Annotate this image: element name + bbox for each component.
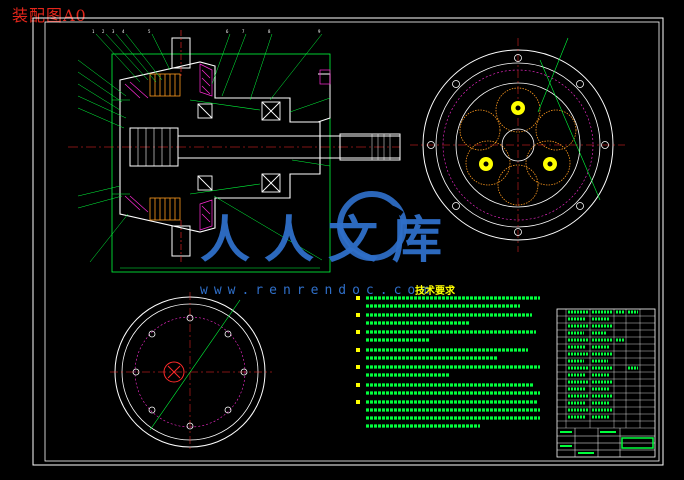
flange-view [110, 292, 272, 452]
gear-end-view [410, 37, 625, 252]
inner-frame [44, 21, 660, 462]
svg-text:6: 6 [226, 29, 229, 34]
svg-text:4: 4 [122, 29, 125, 34]
svg-text:8: 8 [268, 29, 271, 34]
tech-requirements-title: 技术要求 [415, 286, 455, 297]
svg-text:3: 3 [112, 29, 115, 34]
svg-text:2: 2 [102, 29, 105, 34]
drawing-title: 装配图A0 [12, 6, 87, 25]
section-view: 1 2 3 4 5 6 7 8 9 [68, 29, 401, 273]
svg-text:9: 9 [318, 29, 321, 34]
parts-list-table [556, 308, 656, 458]
renrendoc-logo-icon [337, 191, 407, 261]
svg-text:7: 7 [242, 29, 245, 34]
outer-frame [32, 17, 664, 466]
svg-text:1: 1 [92, 29, 95, 34]
watermark-logo-text: 人人文库 [200, 211, 456, 269]
watermark-url: www.renrendoc.com [200, 283, 436, 298]
svg-text:5: 5 [148, 29, 151, 34]
tech-requirements-block [356, 296, 540, 428]
